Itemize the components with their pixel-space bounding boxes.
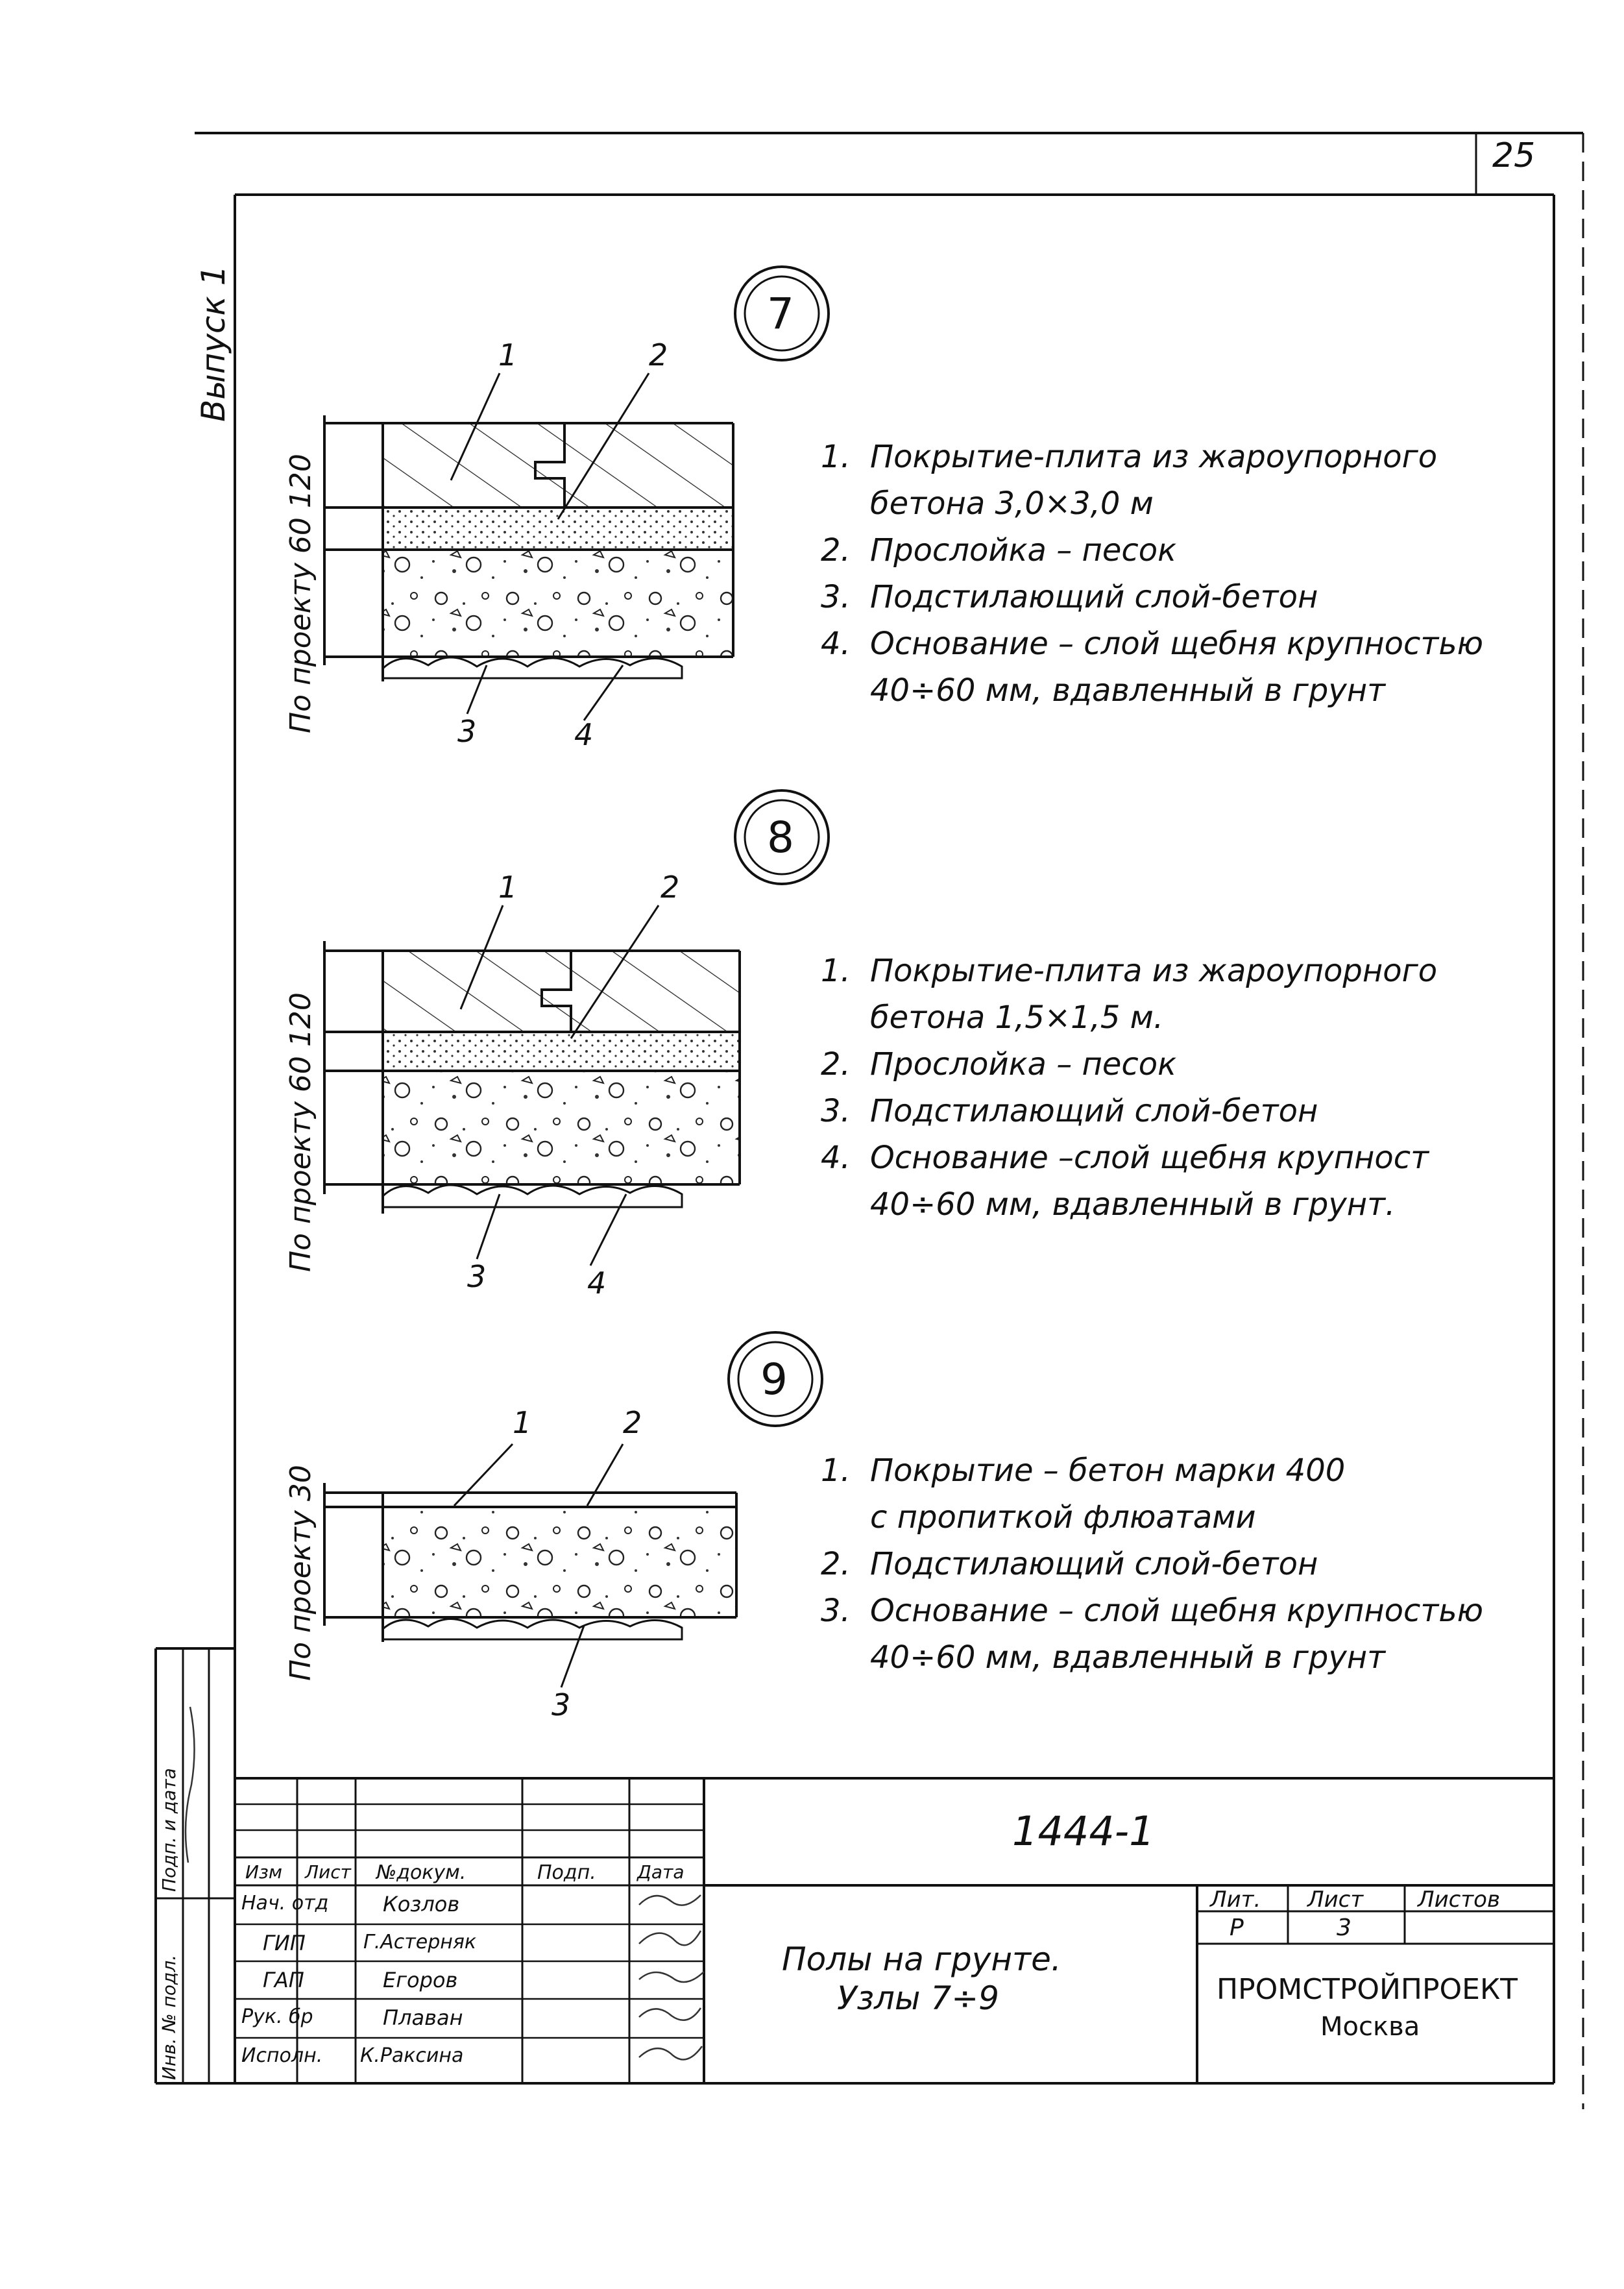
node-8-callout-2: 2	[661, 870, 680, 905]
header-list: Лист	[305, 1861, 351, 1883]
legend-item: 4.Основание – слой щебня крупностью	[821, 626, 1484, 662]
node-9-callout-1: 1	[513, 1405, 532, 1440]
node-9-callout-2: 2	[623, 1405, 642, 1440]
legend-item: 3.Подстилающий слой-бетон	[821, 579, 1318, 615]
legend-item: 3.Основание – слой щебня крупностью	[821, 1593, 1484, 1629]
node-8-callout-1: 1	[498, 870, 518, 905]
legend-item: 2.Прослойка – песок	[821, 532, 1177, 569]
node-7-legend: 1.Покрытие-плита из жароупорного бетона …	[821, 434, 1483, 714]
legend-item-continuation: бетона 1,5×1,5 м.	[870, 999, 1164, 1036]
node-8-callout-3: 3	[467, 1259, 487, 1294]
node-8-slab-layer	[383, 951, 740, 1032]
legend-item-continuation: с пропиткой флюатами	[870, 1499, 1256, 1536]
legend-item: 1.Покрытие – бетон марки 400	[821, 1452, 1346, 1489]
page-number: 25	[1492, 136, 1536, 175]
node-7-callout-3: 3	[457, 714, 477, 749]
name-2: Г.Астерняк	[363, 1931, 477, 1953]
role-4: Рук. бр	[241, 2005, 313, 2028]
node-7-inner-circle	[744, 275, 820, 352]
node-9-concrete-layer	[383, 1507, 736, 1617]
legend-item: 2.Подстилающий слой-бетон	[821, 1546, 1318, 1582]
header-izm: Изм	[245, 1861, 282, 1883]
header-ndoc: №докум.	[376, 1861, 467, 1884]
stage-value-sheet: 3	[1337, 1915, 1351, 1941]
legend-item-continuation: бетона 3,0×3,0 м	[870, 485, 1154, 522]
node-8-callout-4: 4	[587, 1266, 607, 1301]
legend-item: 2.Прослойка – песок	[821, 1046, 1177, 1083]
stage-header-lit: Лит.	[1210, 1887, 1261, 1913]
legend-item: 1.Покрытие-плита из жароупорного	[821, 439, 1438, 475]
node-9-inner-circle	[737, 1341, 814, 1417]
stage-value-lit: Р	[1230, 1915, 1244, 1941]
drawing-title-line-2: Узлы 7÷9	[837, 1979, 999, 2017]
node-7-dimension-label: По проекту 60 120	[284, 454, 317, 733]
name-3: Егоров	[383, 1968, 458, 1992]
node-8-section	[323, 789, 830, 1266]
node-7-callout-1: 1	[498, 337, 518, 373]
legend-item: 3.Подстилающий слой-бетон	[821, 1093, 1318, 1129]
legend-item: 4.Основание –слой щебня крупност	[821, 1140, 1429, 1176]
stage-header-sheets: Листов	[1418, 1887, 1501, 1913]
document-code: 1444-1	[1012, 1807, 1155, 1855]
node-8-concrete-layer	[383, 1071, 740, 1184]
role-2: ГИП	[263, 1931, 306, 1955]
node-9-dimension-label: По проекту 30	[284, 1465, 317, 1681]
name-5: К.Раксина	[360, 2044, 464, 2067]
node-9-outer-circle	[727, 1331, 823, 1427]
node-9-section	[323, 1331, 823, 1688]
legend-item-continuation: 40÷60 мм, вдавленный в грунт	[870, 1639, 1386, 1676]
node-8-outer-circle	[734, 789, 830, 885]
node-7-section	[323, 265, 830, 721]
side-stamp-inventory: Инв. № подл.	[158, 1954, 180, 2080]
drawing-title-line-1: Полы на грунте.	[782, 1940, 1061, 1978]
node-7-number: 7	[767, 289, 794, 339]
issue-label: Выпуск 1	[195, 265, 232, 422]
node-8-inner-circle	[744, 799, 820, 875]
header-podp: Подп.	[537, 1861, 596, 1884]
node-8-dimension-label: По проекту 60 120	[284, 992, 317, 1272]
node-9-callout-3: 3	[551, 1687, 571, 1722]
node-7-slab-layer	[383, 423, 733, 508]
stage-header-sheet: Лист	[1307, 1887, 1364, 1913]
legend-item-continuation: 40÷60 мм, вдавленный в грунт.	[870, 1186, 1396, 1223]
node-7-outer-circle	[734, 265, 830, 361]
role-5: Исполн.	[241, 2044, 323, 2067]
node-9-gravel-layer	[382, 1618, 683, 1641]
legend-item: 1.Покрытие-плита из жароупорного	[821, 953, 1438, 989]
organization-city: Москва	[1320, 2012, 1420, 2042]
signatures	[184, 1706, 705, 2061]
name-4: Плаван	[383, 2005, 463, 2030]
node-7-sand-layer	[383, 508, 733, 550]
node-7-callout-2: 2	[649, 337, 668, 373]
title-block	[154, 1647, 1554, 2085]
name-1: Козлов	[383, 1892, 460, 1916]
node-9-number: 9	[760, 1354, 788, 1404]
node-8-number: 8	[767, 813, 794, 863]
node-8-sand-layer	[383, 1032, 740, 1071]
node-9-legend: 1.Покрытие – бетон марки 400 с пропиткой…	[821, 1447, 1483, 1681]
node-7-concrete-layer	[383, 550, 733, 657]
side-stamp-signature-date: Подп. и дата	[158, 1768, 180, 1892]
node-7-gravel-layer	[382, 656, 683, 679]
node-7-callout-4: 4	[574, 717, 594, 752]
legend-item-continuation: 40÷60 мм, вдавленный в грунт	[870, 672, 1386, 709]
organization-name: ПРОМСТРОЙПРОЕКТ	[1217, 1973, 1518, 2006]
node-8-gravel-layer	[382, 1184, 683, 1208]
node-8-legend: 1.Покрытие-плита из жароупорного бетона …	[821, 948, 1437, 1228]
header-data: Дата	[637, 1861, 685, 1883]
role-3: ГАП	[263, 1968, 304, 1992]
role-1: Нач. отд	[241, 1892, 329, 1915]
